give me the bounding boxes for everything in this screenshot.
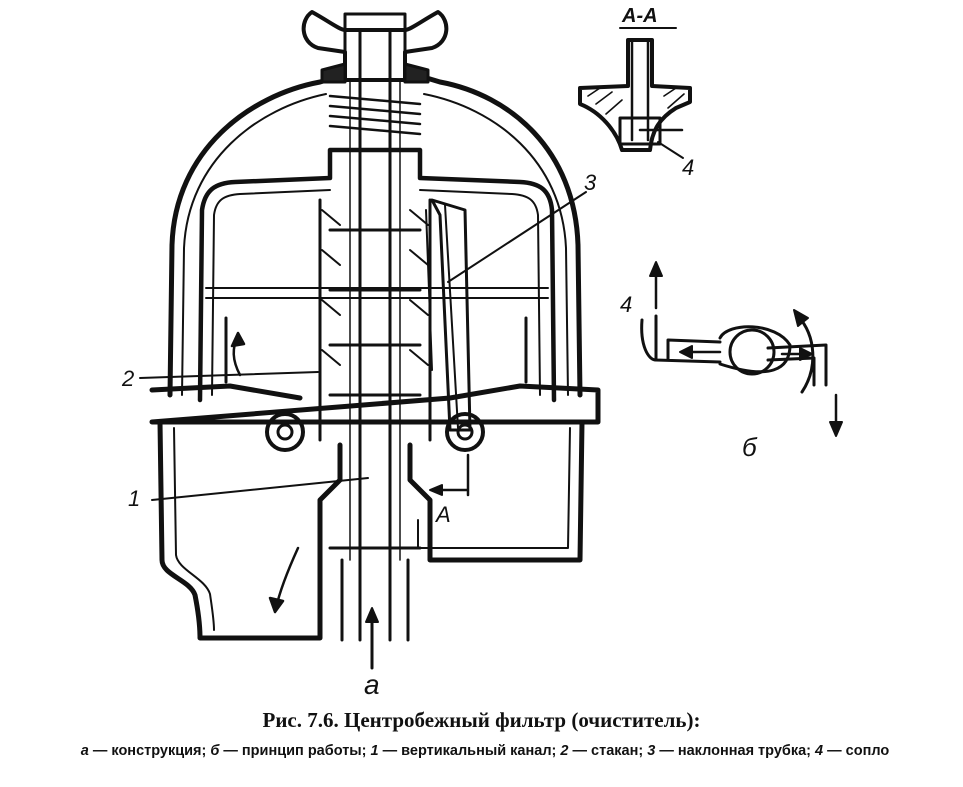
caption-legend: а — конструкция; б — принцип работы; 1 —…: [40, 741, 930, 762]
caption-key-3: 3: [647, 743, 656, 759]
filter-construction-view: [139, 10, 601, 670]
inlet-channel: [328, 546, 422, 642]
caption-text-2: — стакан;: [568, 743, 648, 759]
principle-hub-outline: [718, 325, 792, 374]
inclined-tube: [430, 198, 472, 432]
spring: [328, 94, 422, 136]
section-aa-view: [578, 27, 692, 159]
view-label-a: а: [364, 669, 380, 700]
nut-body: [343, 12, 407, 82]
lower-body: [157, 419, 585, 641]
caption-key-2: 2: [560, 743, 569, 759]
view-label-b: б: [742, 432, 758, 462]
rotor-housing: [197, 147, 557, 403]
label-4-principle: 4: [620, 292, 632, 317]
right-bolt: [456, 423, 474, 441]
left-boss: [265, 412, 305, 452]
right-boss: [445, 412, 485, 452]
rotor-housing-inner: [211, 189, 541, 396]
flow-arrow-down-head: [268, 596, 285, 614]
caption-text-b: — принцип работы;: [219, 743, 371, 759]
caption-text-1: — вертикальный канал;: [378, 743, 561, 759]
section-axle: [630, 38, 650, 142]
rotor-housing-mid-line: [205, 287, 549, 299]
outer-cap: [167, 73, 583, 398]
principle-arrow-flow-left-head: [679, 345, 693, 359]
rotor-cup: [224, 316, 528, 384]
caption-text-a: — конструкция;: [88, 743, 211, 759]
principle-arrow-down-head: [829, 421, 843, 437]
caption-key-4: 4: [815, 743, 824, 759]
nut-washer: [320, 62, 430, 84]
label-1: 1: [128, 486, 140, 511]
caption-text-3: — наклонная трубка;: [655, 743, 816, 759]
section-body: [578, 38, 692, 152]
label-2: 2: [121, 366, 134, 391]
central-column: [318, 198, 432, 442]
column-hatch: [321, 209, 429, 366]
principle-tube-left-bend: [640, 318, 658, 362]
label-3: 3: [584, 170, 597, 195]
caption-title: Рис. 7.6. Центробежный фильтр (очистител…: [262, 708, 701, 732]
leader-4-section: [657, 141, 684, 159]
lower-body-inner: [173, 427, 571, 631]
label-4-section: 4: [682, 155, 694, 180]
rotation-arrow-head: [793, 309, 809, 327]
flow-arrow-up-head: [230, 331, 246, 348]
central-axle: [358, 28, 392, 642]
section-mark-a: А: [434, 502, 451, 527]
principle-tube: [654, 314, 828, 387]
caption-key-1: 1: [370, 743, 379, 759]
section-cut-arrow: [429, 484, 443, 496]
principle-arrow-flow-right-head: [799, 347, 813, 361]
leader-2: [139, 371, 319, 379]
outer-cap-inner-line: [181, 93, 569, 396]
section-hatch: [587, 87, 685, 115]
leader-3: [447, 191, 587, 283]
principle-arrow-up-head: [649, 261, 663, 277]
principle-hub: [728, 328, 776, 376]
caption-key-b: б: [210, 743, 220, 759]
wing-nut: [301, 10, 449, 82]
joint-flange: [149, 383, 601, 425]
caption-key-a: а: [80, 743, 89, 759]
inlet-arrow-head: [365, 607, 379, 623]
left-bolt: [276, 423, 294, 441]
principle-view: [640, 261, 843, 437]
leader-1: [151, 477, 369, 501]
caption-text-4: — сопло: [823, 743, 890, 759]
section-title: А-А: [621, 5, 658, 27]
